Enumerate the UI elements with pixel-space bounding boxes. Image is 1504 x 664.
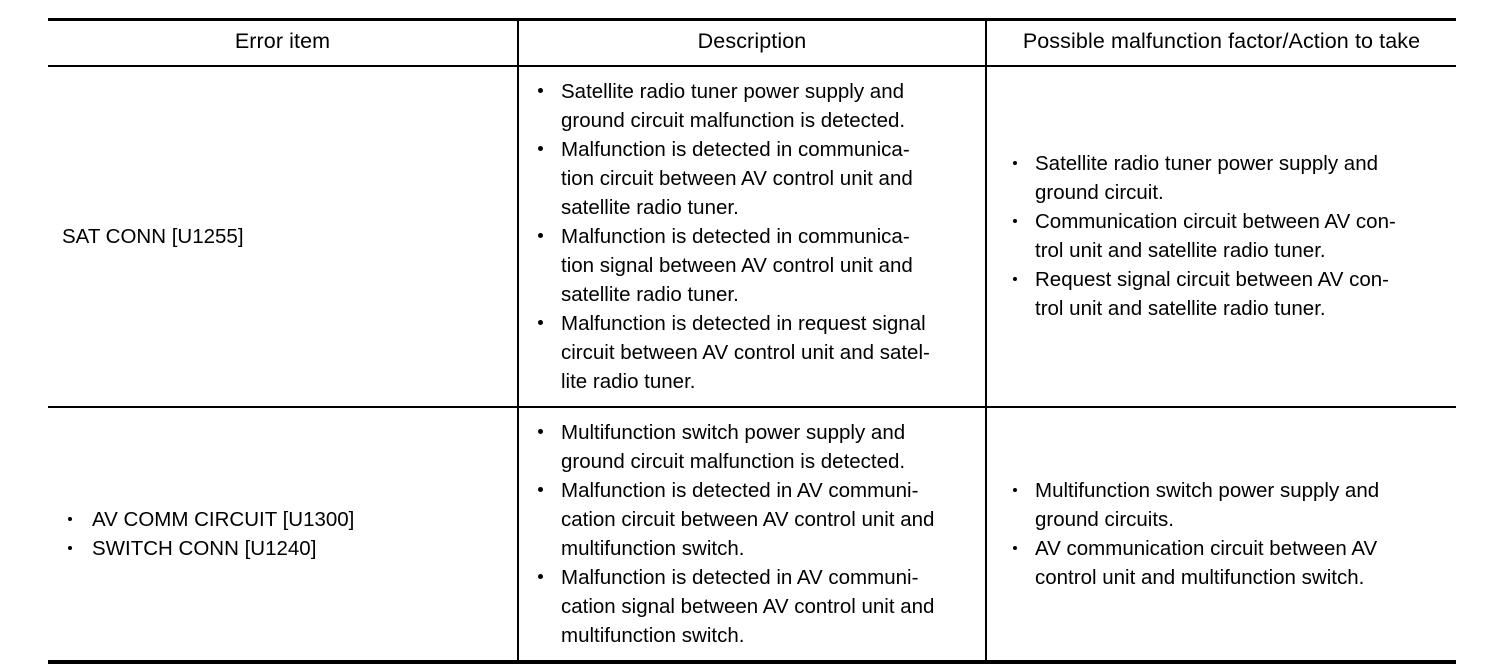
list-item-line: multifunction switch. [561,623,745,647]
list-item-line: Malfunction is detected in request signa… [561,311,926,335]
cell-action-to-take: Multifunction switch power supply and gro… [985,405,1456,664]
bullet-icon [538,232,543,238]
list-item-line: Request signal circuit between AV con- [1035,268,1390,292]
list-item-line: Multifunction switch power supply and [561,420,906,444]
list-item: Multifunction switch power supply and gro… [533,418,975,476]
action-bullet-list: Satellite radio tuner power supply and gr… [1007,149,1446,323]
list-item-line: satellite radio tuner. [561,195,739,219]
list-item: Malfunction is detected in communica-tio… [533,222,975,309]
list-item-line: tion circuit between AV control unit and [561,166,913,190]
cell-description: Multifunction switch power supply and gro… [517,405,986,664]
error-item-table: Error item Description Possible malfunct… [48,17,1456,664]
list-item-line: Malfunction is detected in communica- [561,137,910,161]
table-header-row: Error item Description Possible malfunct… [48,17,1456,67]
bullet-icon [538,319,543,325]
list-item: AV communication circuit between AV contr… [1007,534,1446,592]
list-item-line: Malfunction is detected in AV communi- [561,565,919,589]
error-item-bullet-list: AV COMM CIRCUIT [U1300] SWITCH CONN [U124… [62,505,507,563]
description-bullet-list: Satellite radio tuner power supply and gr… [533,77,975,396]
list-item: Satellite radio tuner power supply and gr… [533,77,975,135]
table-body: SAT CONN [U1255] Satellite radio tuner p… [48,65,1456,664]
column-header-possible-malfunction-factor: Possible malfunction factor/Action to ta… [985,17,1456,67]
list-item-line: multifunction switch. [561,536,745,560]
bullet-icon [538,87,543,93]
list-item-line: trol unit and satellite radio tuner. [1035,239,1326,263]
table-row: SAT CONN [U1255] Satellite radio tuner p… [48,65,1456,407]
list-item-line: lite radio tuner. [561,369,696,393]
bullet-icon [1013,219,1017,224]
column-header-description: Description [517,17,986,67]
bullet-icon [68,545,72,550]
list-item: Malfunction is detected in communica-tio… [533,135,975,222]
cell-error-item: SAT CONN [U1255] [48,66,518,407]
bullet-icon [1013,277,1017,282]
list-item-line: ground circuits. [1035,507,1175,531]
list-item-line: satellite radio tuner. [561,282,739,306]
bullet-icon [1013,161,1017,166]
bullet-icon [538,428,543,434]
error-item-code: SAT CONN [U1255] [62,224,244,248]
list-item-line: Communication circuit between AV con- [1035,210,1396,234]
list-item-line: Malfunction is detected in AV communi- [561,478,919,502]
bullet-icon [1013,487,1017,492]
list-item-line: tion signal between AV control unit and [561,253,913,277]
list-item-line: ground circuit. [1035,181,1164,205]
list-item: Satellite radio tuner power supply and gr… [1007,149,1446,207]
table-row: AV COMM CIRCUIT [U1300] SWITCH CONN [U124… [48,405,1456,664]
cell-error-item: AV COMM CIRCUIT [U1300] SWITCH CONN [U124… [48,405,518,664]
list-item: SWITCH CONN [U1240] [62,534,507,563]
list-item-line: SWITCH CONN [U1240] [92,536,317,560]
description-bullet-list: Multifunction switch power supply and gro… [533,418,975,650]
cell-description: Satellite radio tuner power supply and gr… [517,65,986,407]
list-item: Communication circuit between AV con-tro… [1007,207,1446,265]
list-item: Multifunction switch power supply and gro… [1007,476,1446,534]
list-item: Malfunction is detected in AV communi-ca… [533,476,975,563]
list-item-line: circuit between AV control unit and sate… [561,340,930,364]
list-item-line: trol unit and satellite radio tuner. [1035,297,1326,321]
list-item-line: Malfunction is detected in communica- [561,224,910,248]
list-item: Malfunction is detected in request signa… [533,309,975,396]
action-bullet-list: Multifunction switch power supply and gro… [1007,476,1446,592]
cell-action-to-take: Satellite radio tuner power supply and gr… [985,65,1456,407]
list-item: Malfunction is detected in AV communi-ca… [533,563,975,650]
list-item-line: AV COMM CIRCUIT [U1300] [92,507,355,531]
bullet-icon [538,573,543,579]
list-item: AV COMM CIRCUIT [U1300] [62,505,507,534]
bullet-icon [1013,545,1017,550]
list-item-line: Multifunction switch power supply and [1035,478,1380,502]
table-header: Error item Description Possible malfunct… [48,17,1456,67]
list-item-line: ground circuit malfunction is detected. [561,449,906,473]
bullet-icon [68,516,72,521]
list-item-line: Satellite radio tuner power supply and [561,79,905,103]
bullet-icon [538,486,543,492]
bullet-icon [538,145,543,151]
list-item-line: cation circuit between AV control unit a… [561,507,935,531]
column-header-error-item: Error item [48,17,518,67]
list-item-line: AV communication circuit between AV [1035,536,1378,560]
list-item-line: ground circuit malfunction is detected. [561,108,906,132]
error-item-table-wrapper: Error item Description Possible malfunct… [48,17,1456,664]
list-item-line: cation signal between AV control unit an… [561,594,935,618]
list-item-line: Satellite radio tuner power supply and [1035,152,1379,176]
list-item: Request signal circuit between AV con-tr… [1007,265,1446,323]
list-item-line: control unit and multifunction switch. [1035,565,1365,589]
